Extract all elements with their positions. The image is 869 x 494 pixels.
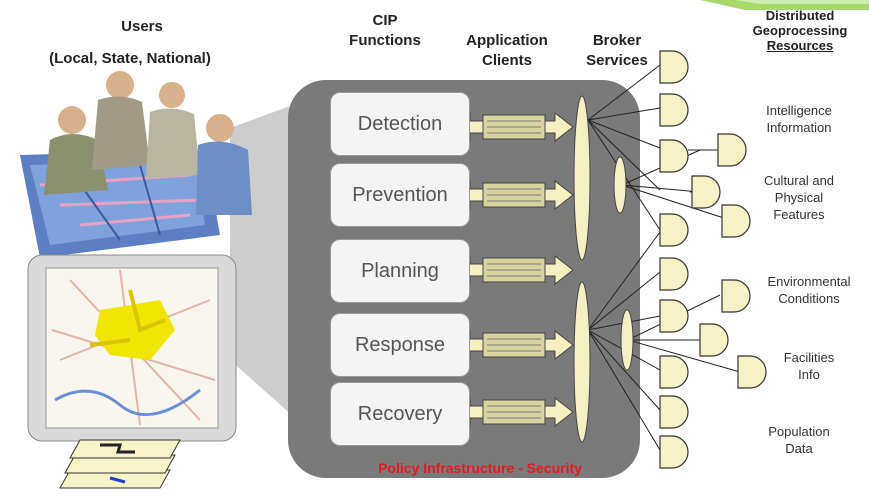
server-icons — [659, 50, 767, 469]
server-icon — [659, 435, 689, 469]
dist-heading-line1: Distributed — [765, 8, 835, 23]
broker-heading-line2: Services — [586, 52, 648, 69]
server-icon — [717, 133, 747, 167]
server-icon — [659, 257, 689, 291]
layers-icon — [59, 439, 181, 489]
server-icon — [659, 213, 689, 247]
policy-footer-label: Policy Infrastructure - Security — [378, 460, 582, 476]
users-heading: Users — [121, 18, 163, 35]
dist-heading-line3: Resources — [766, 38, 834, 53]
server-icon — [691, 175, 721, 209]
server-icon — [659, 299, 689, 333]
function-recovery: Recovery — [330, 382, 470, 446]
server-icon — [659, 50, 689, 84]
users-subheading: (Local, State, National) — [49, 50, 211, 67]
broker-ellipses — [573, 95, 634, 443]
users-illustration-icon — [20, 71, 252, 258]
app-heading-line1: Application — [466, 32, 548, 49]
cip-heading-line2: Functions — [349, 32, 421, 49]
dist-heading-line2: Geoprocessing — [752, 23, 848, 38]
function-prevention: Prevention — [330, 163, 470, 227]
server-icon — [659, 355, 689, 389]
function-detection: Detection — [330, 92, 470, 156]
function-planning: Planning — [330, 239, 470, 303]
server-icon — [659, 93, 689, 127]
cip-heading-line1: CIP — [372, 12, 398, 29]
server-icon — [659, 139, 689, 173]
server-icon — [737, 355, 767, 389]
client-arrows — [451, 111, 574, 428]
app-heading-line2: Clients — [481, 52, 532, 69]
broker-heading-line1: Broker — [592, 32, 642, 49]
function-response: Response — [330, 313, 470, 377]
server-icon — [699, 323, 729, 357]
server-icon — [721, 204, 751, 238]
server-icon — [721, 279, 751, 313]
map-display-icon — [27, 254, 237, 442]
server-icon — [659, 395, 689, 429]
